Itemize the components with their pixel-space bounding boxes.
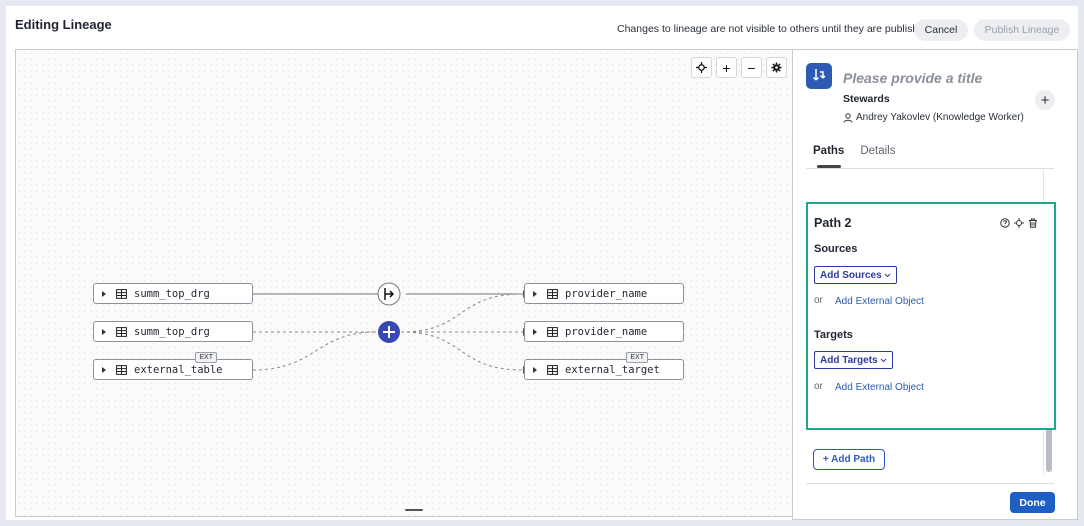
ext-badge: EXT: [195, 352, 217, 363]
lineage-editor: Editing Lineage Changes to lineage are n…: [6, 6, 1078, 520]
or-label: or: [814, 381, 823, 392]
crosshair-icon: [696, 62, 707, 73]
add-targets-label: Add Targets: [820, 354, 878, 366]
ext-badge: EXT: [626, 352, 648, 363]
target-node-1[interactable]: provider_name: [524, 283, 684, 304]
edge-target-1: [400, 293, 524, 333]
node-label: external_target: [565, 363, 660, 376]
locate-icon[interactable]: [1014, 218, 1024, 228]
source-node-2[interactable]: summ_top_drg: [93, 321, 253, 342]
path-name: Path 2: [814, 216, 852, 230]
sources-heading: Sources: [814, 243, 858, 255]
lineage-details-panel: Please provide a title Stewards + Andrey…: [792, 49, 1078, 520]
chevron-down-icon: [884, 273, 891, 277]
tab-details[interactable]: Details: [860, 145, 896, 157]
tab-paths[interactable]: Paths: [813, 145, 845, 157]
table-icon: [116, 326, 127, 337]
source-node-1[interactable]: summ_top_drg: [93, 283, 253, 304]
node-label: summ_top_drg: [134, 287, 210, 300]
add-path-button[interactable]: + Add Path: [813, 449, 885, 470]
trash-icon[interactable]: [1028, 218, 1038, 228]
add-targets-button[interactable]: Add Targets: [814, 351, 893, 369]
add-external-target-link[interactable]: Add External Object: [835, 382, 924, 393]
stewards-heading: Stewards: [843, 93, 890, 105]
lineage-canvas[interactable]: + − summ_top_drg summ_top_drg external_t…: [15, 49, 792, 517]
node-label: external_table: [134, 363, 223, 376]
table-icon: [547, 288, 558, 299]
edge-target-3: [400, 331, 524, 371]
user-icon: [843, 112, 853, 123]
resize-handle[interactable]: [405, 509, 423, 511]
target-node-2[interactable]: provider_name: [524, 321, 684, 342]
done-button[interactable]: Done: [1010, 492, 1055, 513]
publish-lineage-button[interactable]: Publish Lineage: [974, 19, 1070, 41]
table-icon: [116, 364, 127, 375]
zoom-out-button[interactable]: −: [741, 57, 762, 78]
zoom-in-button[interactable]: +: [716, 57, 737, 78]
add-sources-button[interactable]: Add Sources: [814, 266, 897, 284]
edge-source-3: [252, 331, 377, 371]
steward-name: Andrey Yakovlev (Knowledge Worker): [856, 112, 1024, 123]
or-label: or: [814, 295, 823, 306]
targets-heading: Targets: [814, 329, 853, 341]
lineage-icon: [806, 63, 832, 89]
gear-icon: [771, 62, 782, 73]
path-card: Path 2 Sources Add Sources or Add Extern…: [806, 202, 1056, 430]
add-steward-button[interactable]: +: [1035, 90, 1055, 110]
footer-divider: [806, 483, 1054, 484]
expand-caret-icon[interactable]: [102, 366, 106, 373]
table-icon: [547, 364, 558, 375]
panel-tabs: Paths Details: [813, 145, 895, 157]
expand-caret-icon[interactable]: [533, 328, 537, 335]
node-label: provider_name: [565, 287, 648, 300]
lineage-edges: [252, 282, 529, 374]
center-view-button[interactable]: [691, 57, 712, 78]
expand-caret-icon[interactable]: [102, 290, 106, 297]
add-sources-label: Add Sources: [820, 269, 882, 281]
node-label: provider_name: [565, 325, 648, 338]
expand-caret-icon[interactable]: [533, 290, 537, 297]
steward-entry: Andrey Yakovlev (Knowledge Worker): [843, 112, 1024, 123]
settings-button[interactable]: [766, 57, 787, 78]
page-title: Editing Lineage: [15, 17, 112, 32]
node-label: summ_top_drg: [134, 325, 210, 338]
chevron-down-icon: [880, 358, 886, 362]
expand-caret-icon[interactable]: [102, 328, 106, 335]
title-input[interactable]: Please provide a title: [843, 70, 983, 86]
tab-divider: [806, 168, 1054, 169]
add-external-source-link[interactable]: Add External Object: [835, 296, 924, 307]
table-icon: [547, 326, 558, 337]
cancel-button[interactable]: Cancel: [914, 19, 968, 41]
expand-caret-icon[interactable]: [533, 366, 537, 373]
path-actions: [1000, 218, 1038, 228]
table-icon: [116, 288, 127, 299]
source-node-3[interactable]: external_table EXT: [93, 352, 253, 380]
publish-notice: Changes to lineage are not visible to ot…: [617, 23, 930, 35]
join-node-icon[interactable]: [378, 321, 400, 343]
active-tab-indicator: [817, 165, 841, 168]
help-icon[interactable]: [1000, 218, 1010, 228]
target-node-3[interactable]: external_target EXT: [524, 352, 684, 380]
process-node-icon[interactable]: [377, 282, 401, 306]
